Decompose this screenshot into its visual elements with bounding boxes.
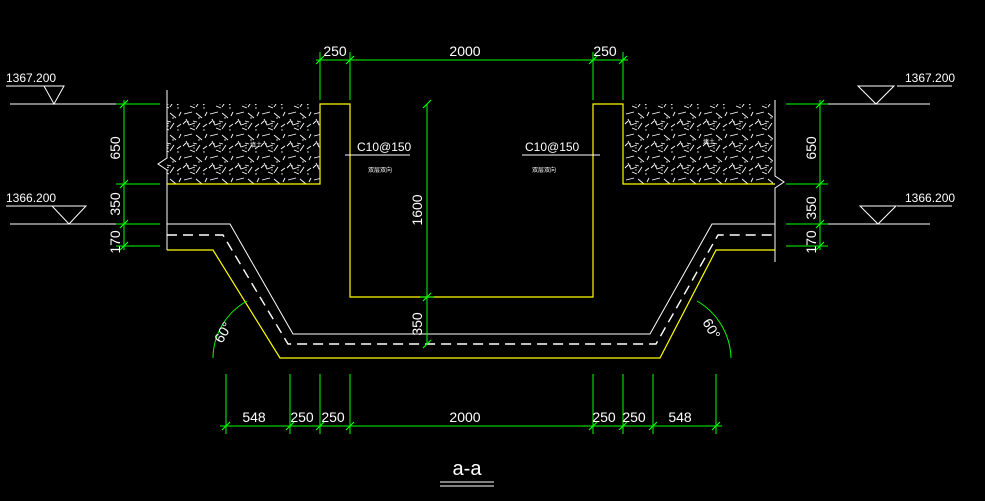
top-dim-center: 2000 bbox=[449, 43, 480, 59]
left-dim-650: 650 bbox=[107, 136, 123, 160]
left-dim-350: 350 bbox=[107, 192, 123, 216]
left-dim-170: 170 bbox=[107, 230, 123, 254]
elevation-top-left: 1367.200 bbox=[6, 71, 56, 85]
soil-label-right: 填土 bbox=[703, 138, 715, 146]
break-lines bbox=[157, 90, 785, 262]
section-title: a-a bbox=[453, 458, 483, 480]
right-dim-350: 350 bbox=[803, 196, 819, 220]
elevation-mid-left: 1366.200 bbox=[6, 191, 56, 205]
right-dim-170: 170 bbox=[803, 230, 819, 254]
rebar-spec-right: C10@150 bbox=[525, 140, 580, 154]
cushion-layer bbox=[167, 223, 775, 345]
bottom-dim-5: 250 bbox=[622, 409, 646, 425]
rebar-note-right: 双层双向 bbox=[532, 166, 556, 174]
bottom-dim-2: 250 bbox=[321, 409, 345, 425]
top-dim-left: 250 bbox=[323, 43, 347, 59]
angle-label-right: 60° bbox=[699, 316, 723, 342]
soil-fill-left bbox=[167, 104, 320, 184]
soil-label-left: 填土 bbox=[250, 141, 262, 149]
rebar-spec-left: C10@150 bbox=[357, 140, 412, 154]
elevation-top-right: 1367.200 bbox=[905, 71, 955, 85]
inner-dim-base: 350 bbox=[409, 312, 425, 336]
bottom-dim-0: 548 bbox=[242, 409, 266, 425]
bottom-dim-6: 548 bbox=[668, 409, 692, 425]
angle-label-left: 60° bbox=[211, 319, 235, 345]
elevation-mid-right: 1366.200 bbox=[905, 191, 955, 205]
bottom-dim-4: 250 bbox=[592, 409, 616, 425]
dimension-ticks bbox=[119, 55, 825, 431]
right-dim-650: 650 bbox=[803, 136, 819, 160]
rebar-note-left: 双层双向 bbox=[368, 166, 392, 174]
inner-dim-depth: 1600 bbox=[409, 194, 425, 225]
channel-outline bbox=[167, 103, 775, 359]
top-dim-right: 250 bbox=[593, 43, 617, 59]
dimension-lines bbox=[116, 52, 828, 434]
soil-fill-right bbox=[623, 104, 773, 184]
bottom-dim-1: 250 bbox=[290, 409, 314, 425]
bottom-dim-3: 2000 bbox=[449, 409, 480, 425]
